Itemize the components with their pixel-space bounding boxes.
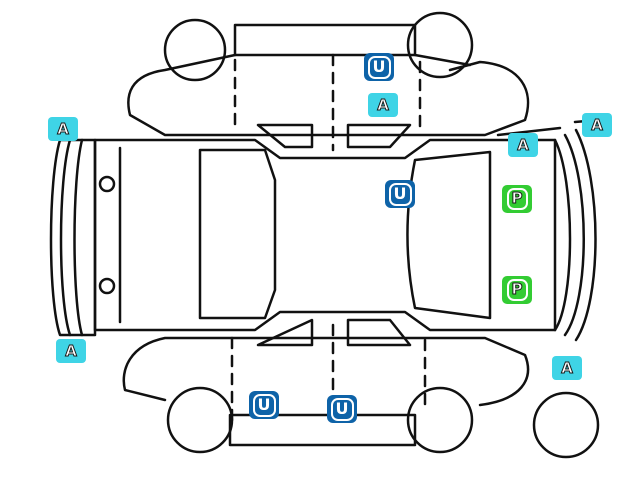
marker-code: A: [57, 119, 70, 138]
marker-code: A: [65, 341, 78, 360]
marker-code: A: [377, 95, 390, 114]
car-body-top-view: [49, 118, 600, 342]
top-side-panel: [127, 11, 530, 152]
marker-code: A: [561, 358, 574, 377]
marker-u-roof-panel: U: [364, 53, 394, 81]
bottom-side-panel: [122, 318, 600, 459]
marker-p-windshield-lower: P: [502, 276, 532, 304]
marker-code: A: [517, 135, 530, 154]
marker-code: U: [367, 55, 391, 79]
marker-code: U: [388, 182, 412, 206]
marker-a-roof-rear-edge: A: [368, 93, 398, 117]
marker-p-windshield-upper: P: [502, 185, 532, 213]
marker-a-front-right-pillar: A: [582, 113, 612, 137]
marker-code: P: [506, 188, 528, 210]
marker-code: A: [591, 115, 604, 134]
marker-a-left-mirror: A: [48, 117, 78, 141]
marker-code: U: [330, 397, 354, 421]
marker-u-hood-left: U: [385, 180, 415, 208]
marker-u-left-rocker-rear: U: [249, 391, 279, 419]
marker-a-front-bumper-lower-right: A: [552, 356, 582, 380]
marker-a-front-bumper-right: A: [508, 133, 538, 157]
marker-u-left-rocker-front: U: [327, 395, 357, 423]
marker-code: U: [252, 393, 276, 417]
marker-a-rear-bumper-left: A: [56, 339, 86, 363]
marker-code: P: [506, 279, 528, 301]
